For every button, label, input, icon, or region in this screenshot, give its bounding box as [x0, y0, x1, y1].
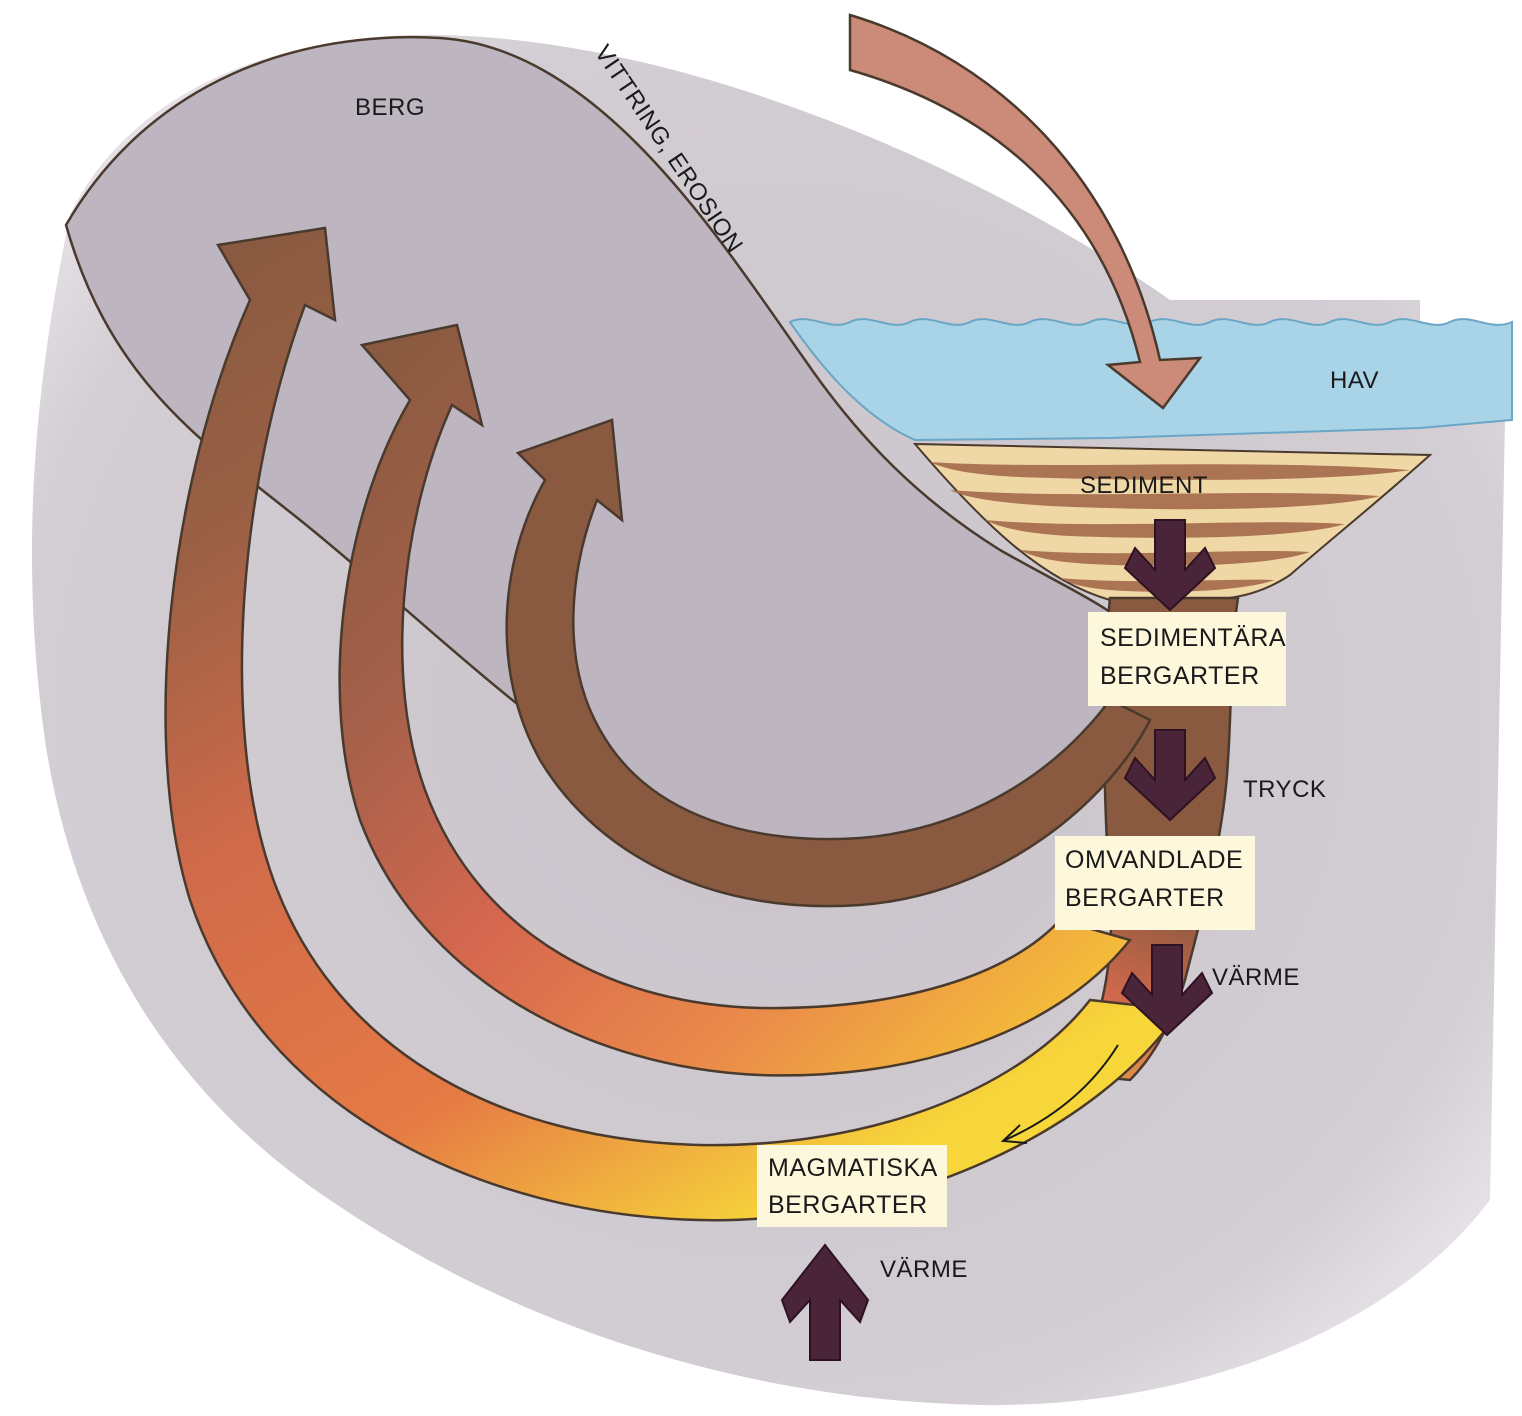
label-sediment: SEDIMENT	[1080, 472, 1208, 499]
down-arrow-pressure	[1123, 729, 1217, 822]
label-varme-1: VÄRME	[1212, 964, 1300, 991]
label-sedimentara-line2: BERGARTER	[1100, 662, 1260, 690]
label-varme-2: VÄRME	[880, 1256, 968, 1283]
label-omvandlade-line1: OMVANDLADE	[1065, 846, 1243, 874]
label-magmatiska-line2: BERGARTER	[768, 1191, 928, 1219]
down-arrow-heat	[1120, 944, 1214, 1037]
label-tryck: TRYCK	[1243, 776, 1326, 803]
label-berg: BERG	[355, 94, 425, 121]
outer-cycle-arrow	[164, 226, 1183, 1222]
label-box-magmatiska	[757, 1145, 947, 1227]
melting-arrow	[1000, 1044, 1119, 1144]
label-magmatiska-line1: MAGMATISKA	[768, 1154, 938, 1182]
label-omvandlade-line2: BERGARTER	[1065, 884, 1225, 912]
label-box-omvandlade	[1055, 836, 1255, 930]
middle-cycle-arrow	[338, 323, 1133, 1077]
label-sedimentara-line1: SEDIMENTÄRA	[1100, 624, 1286, 652]
weathering-arrow	[848, 13, 1203, 410]
label-box-sedimentara	[1088, 612, 1286, 706]
down-arrow-sediment	[1123, 519, 1217, 612]
up-arrow-heat	[780, 1243, 870, 1361]
label-hav: HAV	[1330, 367, 1379, 394]
inner-cycle-arrow	[505, 418, 1152, 908]
